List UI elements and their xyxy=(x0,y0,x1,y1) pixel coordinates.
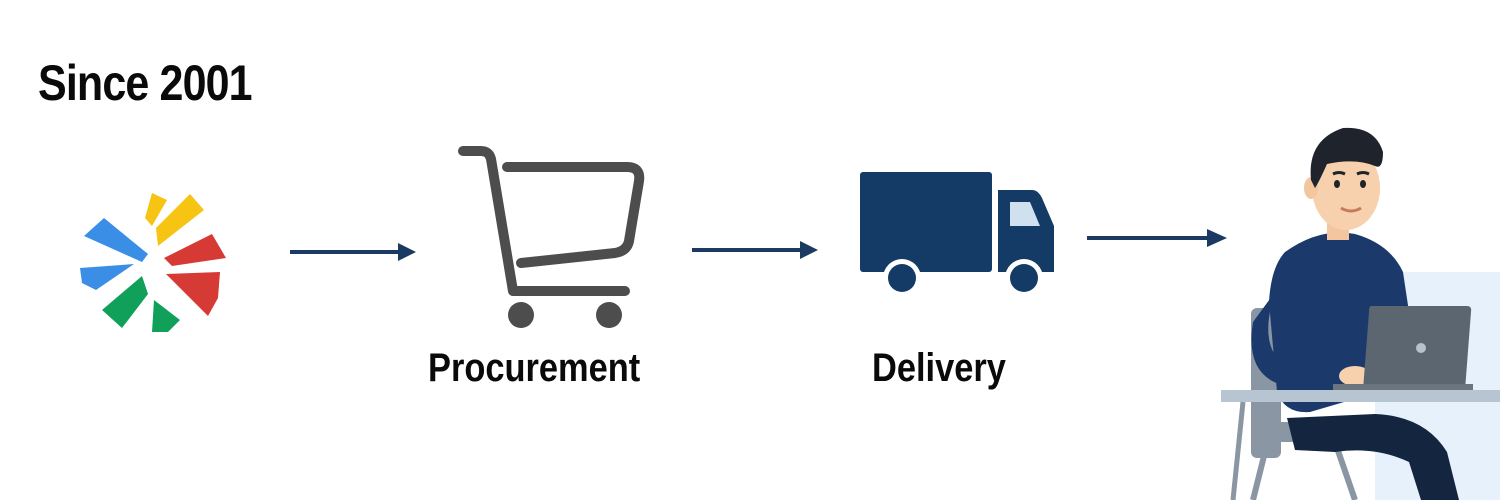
person-at-laptop-illustration xyxy=(1215,122,1500,500)
flow-arrow-2 xyxy=(690,238,820,262)
pinwheel-logo xyxy=(72,188,232,338)
flow-arrow-1 xyxy=(288,240,418,264)
delivery-truck-icon xyxy=(858,170,1058,300)
page-title: Since 2001 xyxy=(38,55,253,111)
flow-arrow-3 xyxy=(1085,226,1230,250)
step-label-procurement: Procurement xyxy=(428,346,641,390)
shopping-cart-icon xyxy=(455,143,655,333)
step-label-delivery: Delivery xyxy=(872,346,1006,390)
